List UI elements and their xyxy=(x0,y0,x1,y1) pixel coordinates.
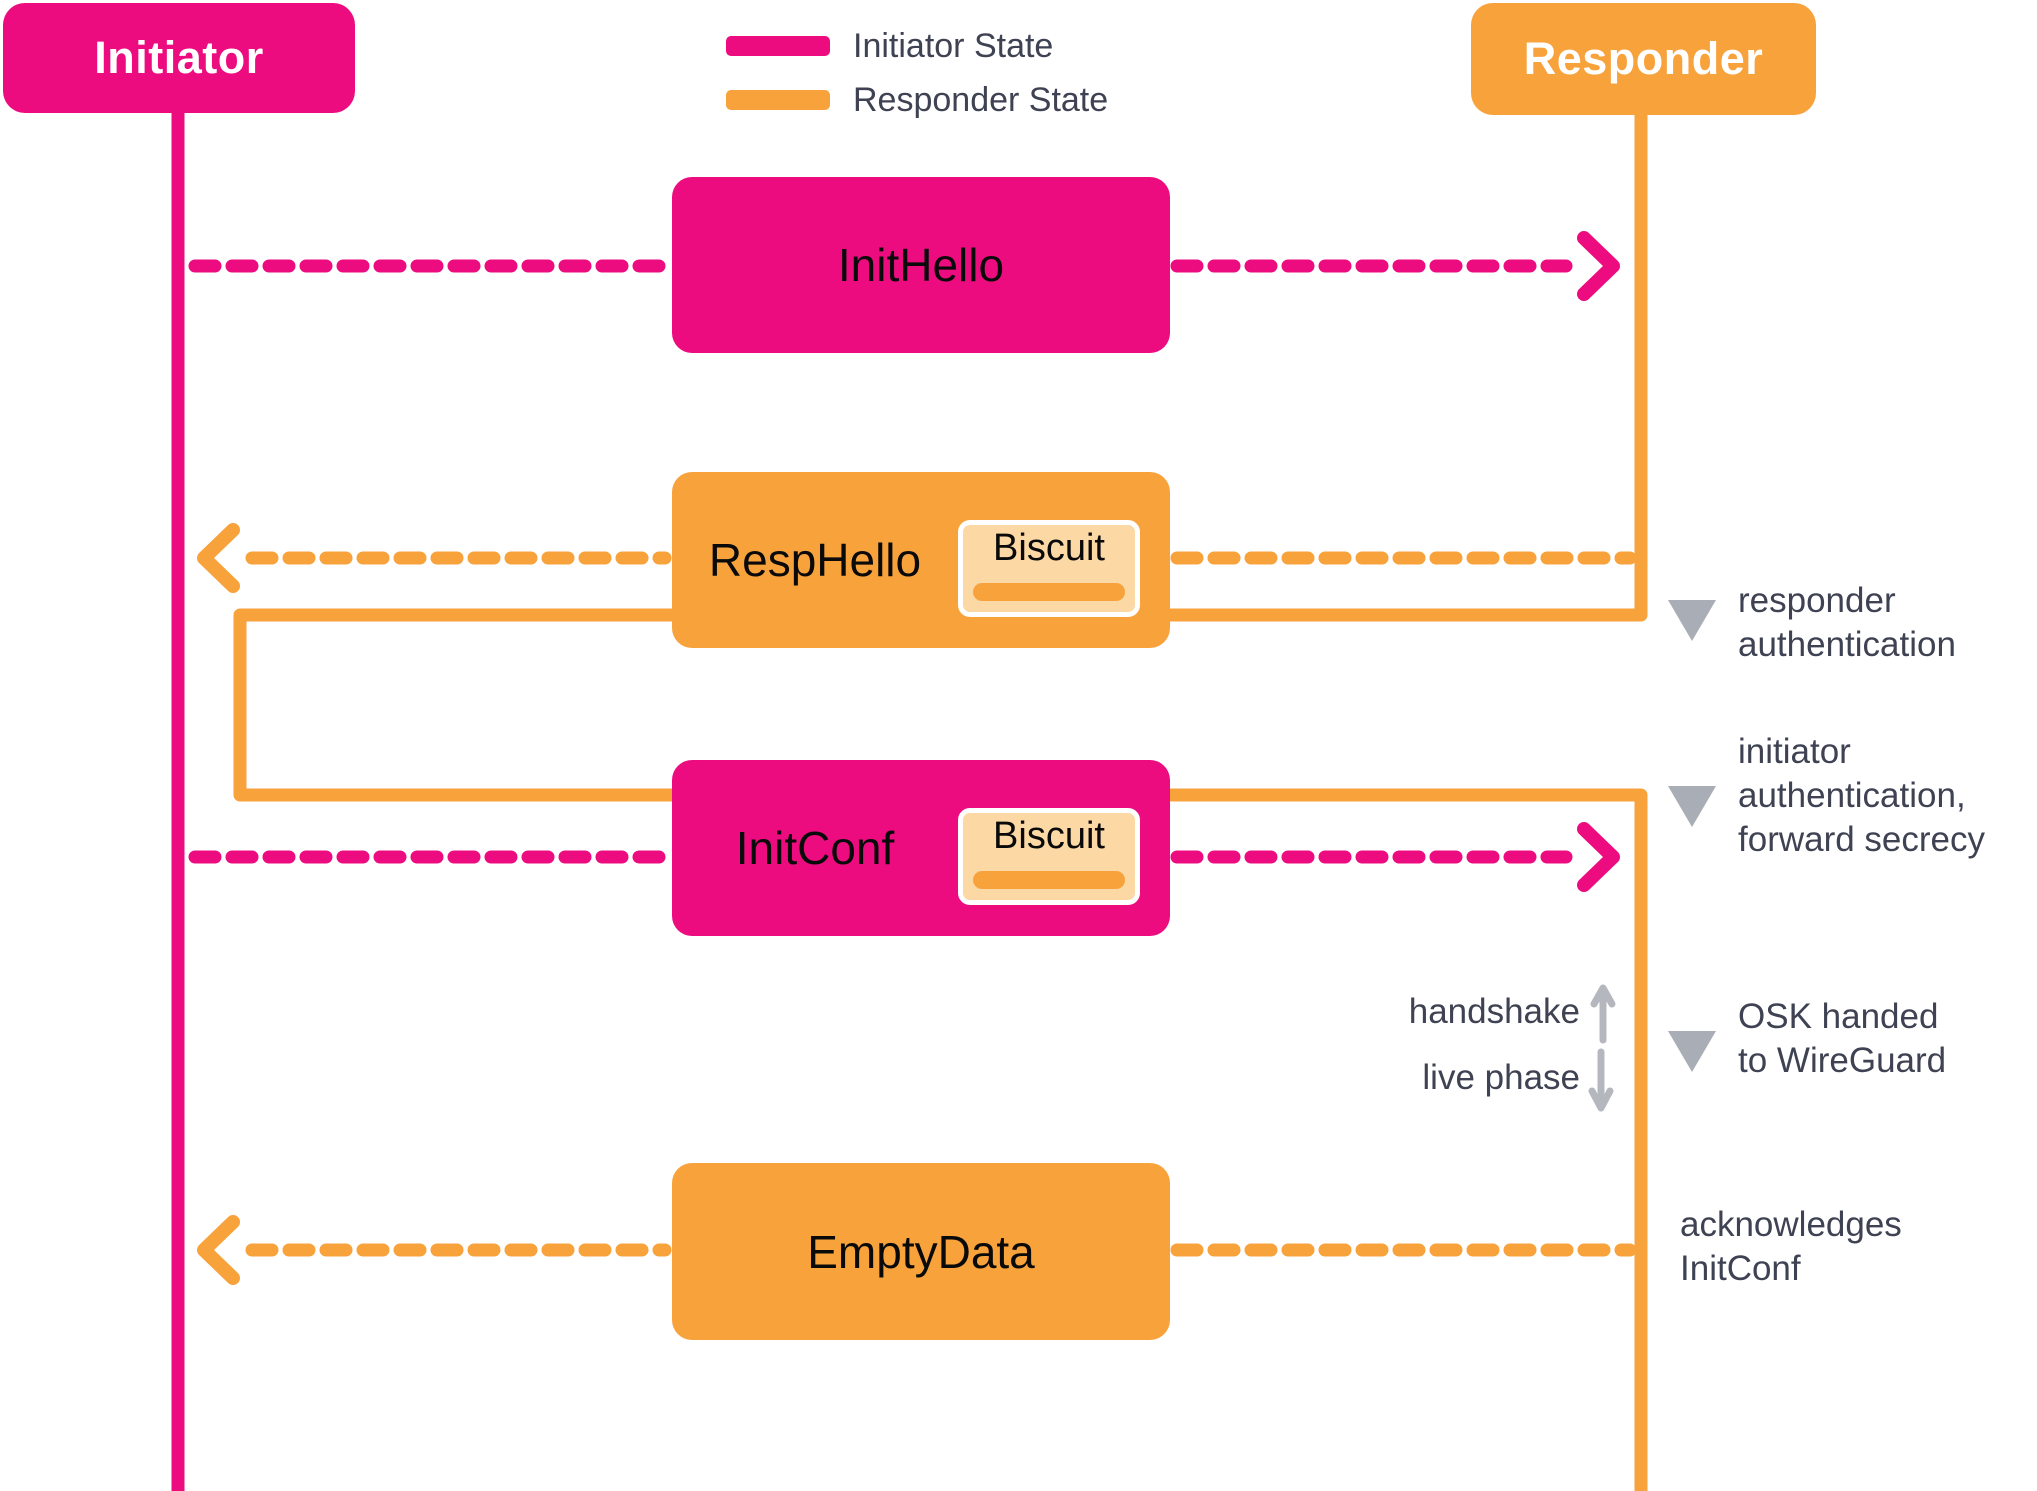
message-resphello: RespHello Biscuit xyxy=(672,472,1170,648)
resphello-biscuit-box: Biscuit xyxy=(958,520,1140,617)
actor-initiator: Initiator xyxy=(3,3,355,113)
inithello-arrowhead xyxy=(1577,231,1620,301)
actor-responder: Responder xyxy=(1471,3,1816,115)
triangle-marker-osk xyxy=(1668,1031,1716,1072)
annotation-line: authentication, xyxy=(1738,776,1966,815)
message-emptydata-label: EmptyData xyxy=(807,1225,1035,1278)
legend-label-responder-state: Responder State xyxy=(853,81,1109,119)
message-initconf: InitConf Biscuit xyxy=(672,760,1170,936)
annotation-line: to WireGuard xyxy=(1738,1041,1947,1080)
annotation-line: responder xyxy=(1738,581,1896,620)
triangle-marker-responder-auth xyxy=(1668,600,1716,641)
annotation-line: InitConf xyxy=(1680,1249,1801,1288)
annotation-acknowledges-initconf: acknowledges InitConf xyxy=(1680,1203,1902,1291)
message-emptydata: EmptyData xyxy=(672,1163,1170,1340)
message-inithello: InitHello xyxy=(672,177,1170,353)
initconf-biscuit-box: Biscuit xyxy=(958,808,1140,905)
legend-swatch-initiator-state xyxy=(726,36,830,56)
initconf-biscuit-bar xyxy=(973,871,1125,889)
legend-label-initiator-state: Initiator State xyxy=(853,27,1054,65)
actor-initiator-label: Initiator xyxy=(94,32,264,83)
legend-swatch-responder-state xyxy=(726,90,830,110)
emptydata-arrowhead xyxy=(197,1215,240,1285)
initconf-arrowhead xyxy=(1577,822,1620,892)
annotation-line: authentication xyxy=(1738,625,1956,664)
annotation-line: acknowledges xyxy=(1680,1205,1902,1244)
phase-divider-handshake-label: handshake xyxy=(1280,990,1580,1034)
annotation-line: forward secrecy xyxy=(1738,820,1986,859)
message-inithello-label: InitHello xyxy=(837,239,1005,291)
annotation-osk-handed-to-wireguard: OSK handed to WireGuard xyxy=(1738,995,1946,1083)
responder-lifeline-loop xyxy=(233,105,1648,1491)
annotation-line: initiator xyxy=(1738,732,1851,771)
annotation-initiator-authentication: initiator authentication, forward secrec… xyxy=(1738,730,1985,862)
resphello-arrowhead xyxy=(197,523,240,593)
annotation-line: OSK handed xyxy=(1738,997,1939,1036)
handshake-label: handshake xyxy=(1408,992,1580,1031)
resphello-biscuit-bar xyxy=(973,583,1125,601)
triangle-marker-initiator-auth xyxy=(1668,786,1716,827)
annotation-responder-authentication: responder authentication xyxy=(1738,579,1956,667)
handshake-up-arrow-head xyxy=(1590,984,1616,1008)
resphello-biscuit-label: Biscuit xyxy=(993,527,1105,569)
message-resphello-label: RespHello xyxy=(708,534,922,586)
message-initconf-label: InitConf xyxy=(735,822,895,874)
live-phase-label: live phase xyxy=(1422,1058,1580,1097)
live-phase-down-arrow-head xyxy=(1588,1087,1614,1112)
initconf-biscuit-label: Biscuit xyxy=(993,815,1105,857)
phase-divider-live-phase-label: live phase xyxy=(1280,1056,1580,1100)
actor-responder-label: Responder xyxy=(1523,33,1764,84)
